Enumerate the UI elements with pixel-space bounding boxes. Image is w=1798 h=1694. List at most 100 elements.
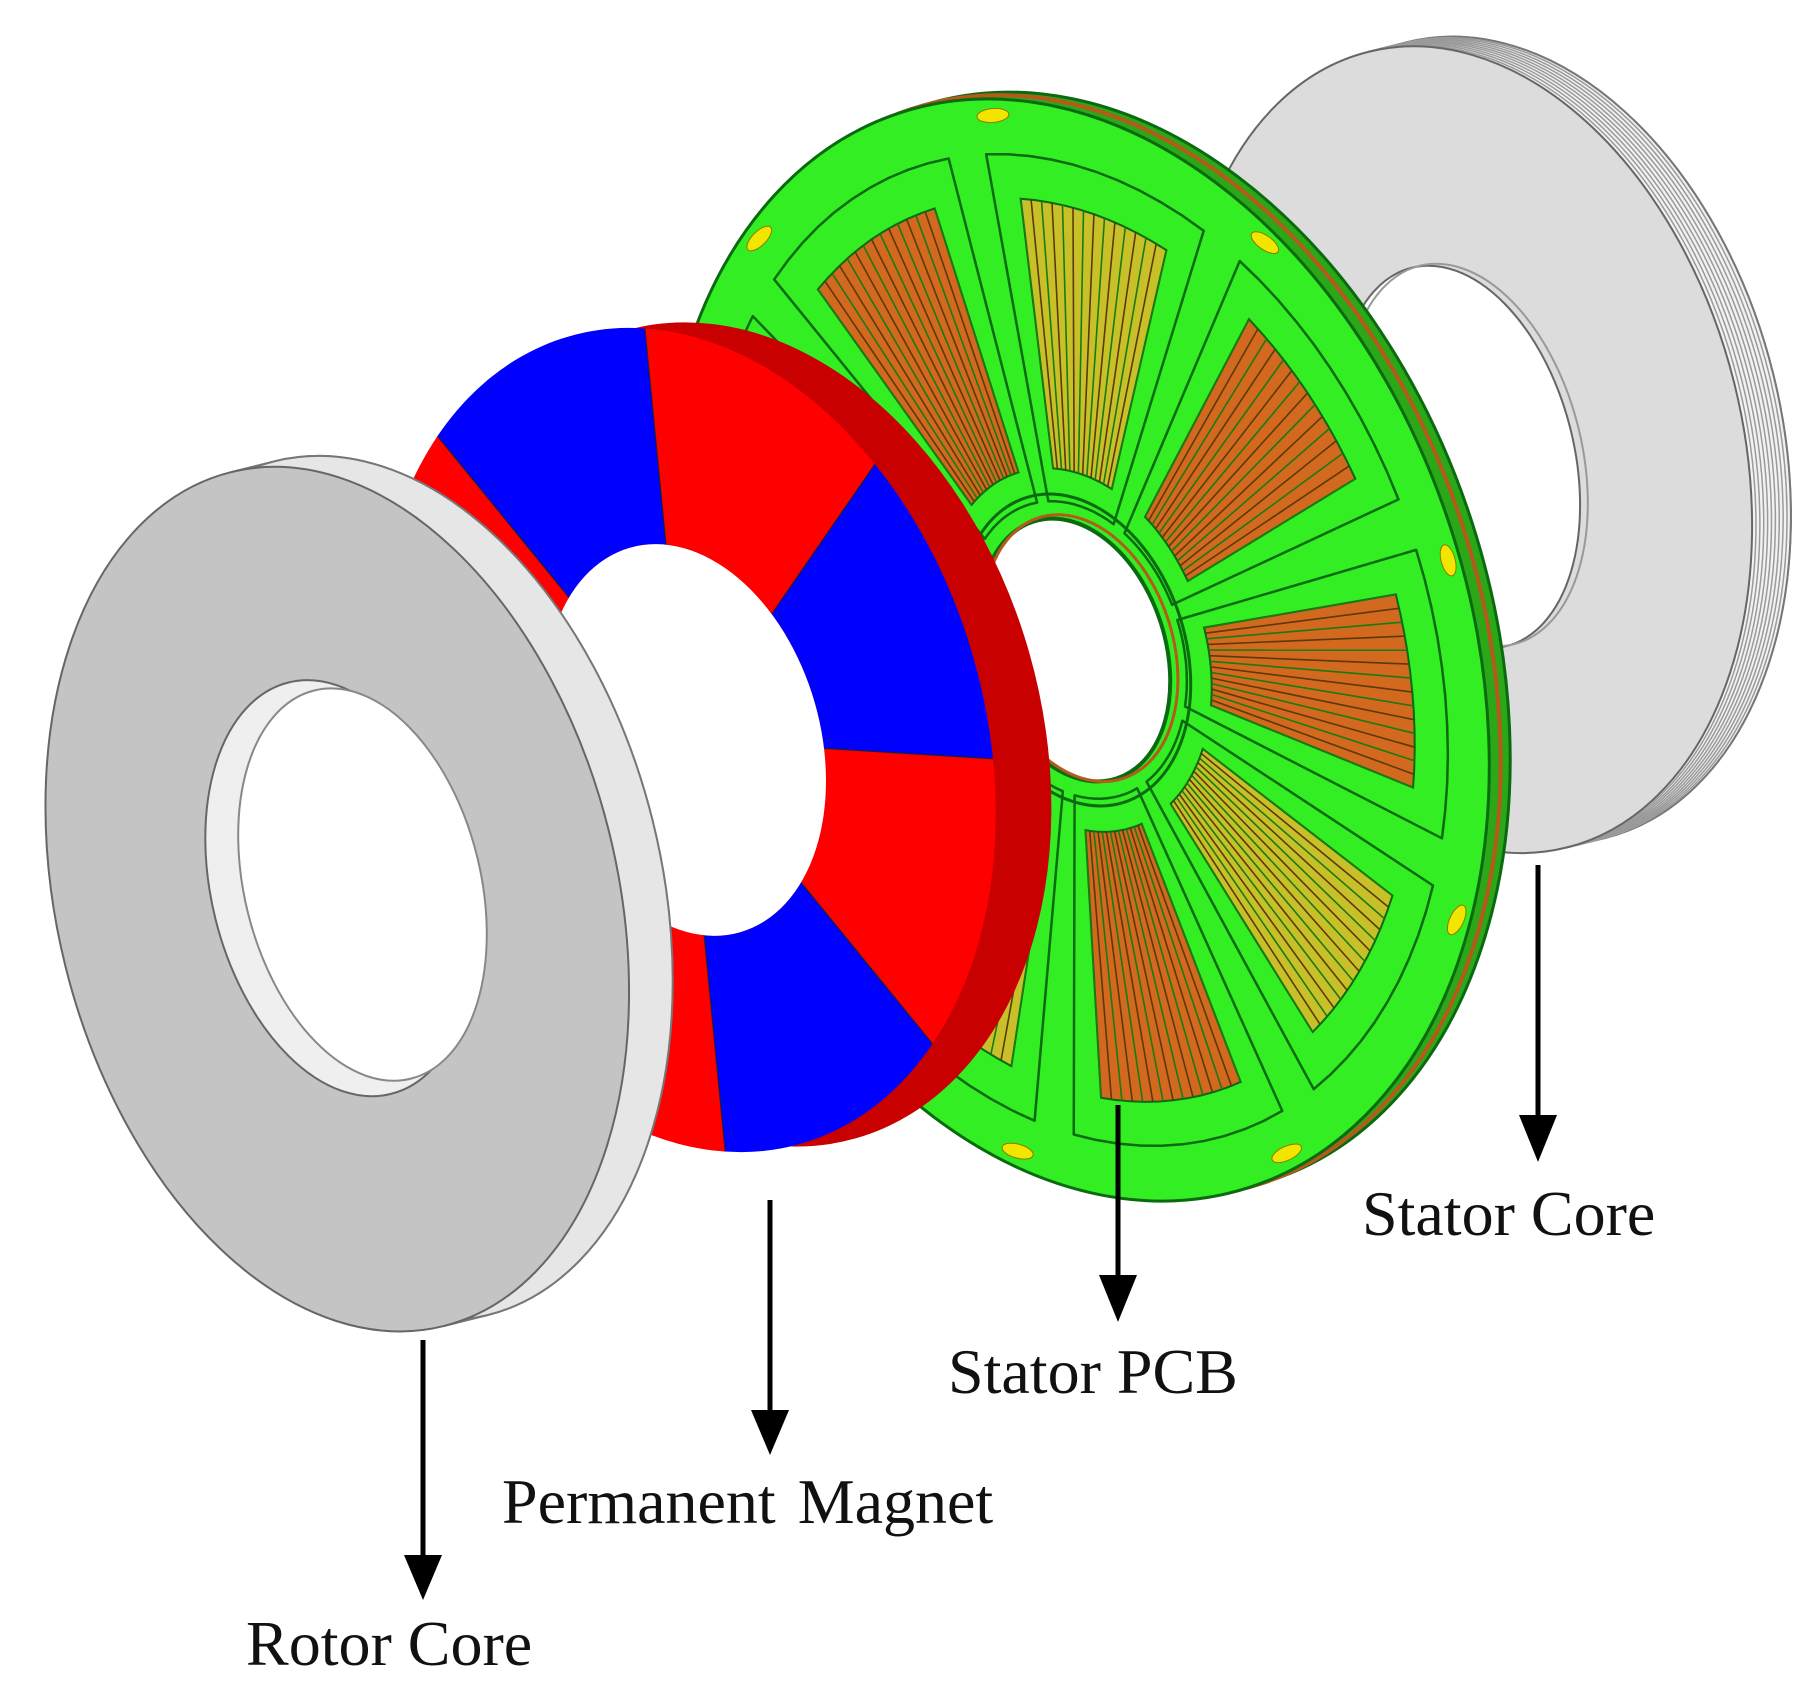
pcb-trace <box>1019 198 1054 469</box>
pcb-trace <box>1211 671 1414 707</box>
pcb-pocket-outline <box>1123 259 1400 607</box>
pcb-trace <box>1178 793 1335 1009</box>
pcb-pad <box>1001 1142 1034 1160</box>
pcb-trace <box>1211 688 1415 748</box>
arrow-rotor-core <box>404 1340 442 1600</box>
pcb-trace <box>1110 249 1168 490</box>
pcb-trace <box>1171 404 1316 552</box>
pcb-trace <box>915 214 1012 476</box>
pcb-trace <box>1197 761 1381 931</box>
pcb-trace <box>1105 831 1154 1102</box>
pcb-pocket-outline <box>1176 548 1450 840</box>
pcb-trace <box>1154 348 1276 530</box>
pcb-trace <box>1086 218 1106 477</box>
pcb-coil <box>816 207 1020 507</box>
pcb-trace <box>1210 704 1414 789</box>
pcb-trace <box>1210 666 1413 693</box>
pcb-trace <box>1169 803 1314 1033</box>
pcb-trace <box>1158 359 1285 534</box>
pcb-trace <box>1208 649 1408 651</box>
pcb-trace <box>1097 831 1134 1102</box>
pcb-trace <box>1088 830 1113 1100</box>
pcb-pad <box>1439 544 1457 577</box>
pcb-trace <box>1175 796 1328 1017</box>
pcb-pad <box>1250 231 1280 254</box>
pcb-trace <box>1117 830 1184 1100</box>
pcb-trace <box>1188 778 1360 972</box>
pcb-trace <box>1137 825 1233 1087</box>
pcb-trace <box>1125 828 1204 1096</box>
pcb-trace <box>870 239 994 486</box>
leader-arrows <box>404 865 1557 1600</box>
pcb-trace <box>1186 782 1354 982</box>
pcb-trace <box>1172 800 1321 1025</box>
pcb-trace <box>838 265 981 496</box>
pcb-trace <box>1176 427 1331 562</box>
pcb-trace <box>1109 831 1164 1102</box>
pcb-trace <box>933 208 1020 473</box>
pcb-trace <box>1113 831 1174 1101</box>
pcb-trace <box>1061 204 1071 471</box>
pcb-pocket-outline <box>984 153 1205 526</box>
pcb-trace <box>824 280 975 503</box>
arrow-stator-pcb <box>1099 1105 1137 1322</box>
pcb-trace <box>1144 318 1250 518</box>
pcb-trace <box>1183 786 1348 991</box>
pcb-trace <box>1094 227 1127 480</box>
pcb-trace <box>1164 381 1301 543</box>
pcb-trace <box>1173 415 1323 557</box>
pcb-trace <box>1151 338 1268 526</box>
pcb-pocket-outline <box>1072 787 1284 1148</box>
pcb-trace <box>1102 237 1147 485</box>
pcb-trace <box>1168 392 1309 548</box>
pcb-trace <box>896 223 1005 479</box>
pcb-trace <box>1051 202 1067 471</box>
pcb-trace <box>1081 214 1095 475</box>
pcb-trace <box>924 211 1016 474</box>
pcb-trace <box>1106 243 1158 487</box>
pcb-trace <box>1090 222 1116 479</box>
pcb-trace <box>1121 829 1194 1098</box>
pcb-trace <box>854 251 988 491</box>
pcb-trace <box>1093 831 1123 1101</box>
pcb-trace <box>1210 660 1411 679</box>
pcb-pocket-outline <box>772 157 1039 541</box>
rotor-core <box>44 454 674 1333</box>
pcb-trace <box>1211 677 1415 721</box>
pcb-trace <box>862 245 991 488</box>
pcb-trace <box>1195 766 1376 942</box>
arrow-permanent-magnet <box>751 1200 789 1455</box>
pcb-trace <box>1206 621 1403 640</box>
pcb-trace <box>1181 790 1342 1000</box>
pcb-pad <box>976 107 1010 124</box>
pcb-trace <box>1191 774 1366 962</box>
pcb-pad <box>1271 1143 1303 1164</box>
pcb-trace <box>1205 607 1400 634</box>
pcb-trace <box>1202 748 1394 897</box>
pcb-trace <box>1147 328 1259 522</box>
pcb-pad <box>1446 904 1467 936</box>
pcb-trace <box>888 228 1001 481</box>
pcb-trace <box>1211 699 1415 776</box>
pcb-pad <box>746 225 773 252</box>
label-permanent-magnet: Permanent Magnet <box>502 1466 994 1537</box>
label-stator-pcb: Stator PCB <box>948 1336 1238 1407</box>
pcb-trace <box>1072 207 1075 473</box>
pcb-trace <box>1207 635 1405 646</box>
pcb-trace <box>1211 693 1415 762</box>
pcb-trace <box>1203 593 1396 629</box>
pcb-trace <box>1200 752 1390 908</box>
pcb-trace <box>817 288 973 506</box>
pcb-pocket-outline <box>1145 719 1435 1091</box>
pcb-trace <box>1198 757 1385 920</box>
pcb-trace <box>1209 654 1410 665</box>
pcb-trace <box>1084 830 1102 1098</box>
pcb-trace <box>1182 452 1344 572</box>
pcb-trace <box>846 258 985 493</box>
pcb-trace <box>1184 465 1350 577</box>
label-stator-core: Stator Core <box>1362 1178 1656 1249</box>
pcb-trace <box>1040 201 1063 470</box>
pcb-trace <box>1133 826 1223 1090</box>
pcb-trace <box>1129 827 1214 1093</box>
